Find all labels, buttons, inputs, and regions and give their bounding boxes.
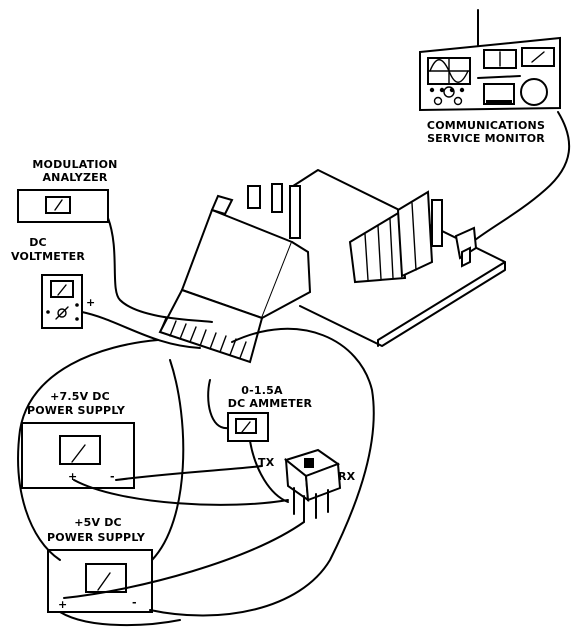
ammeter-label-line2: DC AMMETER [228, 397, 313, 410]
voltmeter-label-line2: VOLTMETER [11, 250, 85, 263]
board-part [289, 185, 301, 239]
communications-service-monitor: COMMUNICATIONS SERVICE MONITOR [419, 9, 561, 145]
ammeter-label-line1: 0-1.5A [241, 384, 283, 397]
knob-icon [453, 96, 463, 106]
ps5-label-line2: POWER SUPPLY [47, 531, 146, 544]
wire-ps75-plus [73, 479, 289, 506]
wire-ammeter-in [207, 379, 229, 430]
dc-ammeter: 0-1.5A DC AMMETER [227, 384, 313, 442]
knob-icon [443, 86, 455, 98]
voltmeter-label-line1: DC [29, 236, 47, 249]
comm-monitor-label-line1: COMMUNICATIONS [427, 119, 545, 132]
board-outline [289, 169, 506, 347]
wire-ps5-minus [151, 359, 185, 561]
ps75-minus: - [110, 470, 115, 483]
ps5-label-line1: +5V DC [74, 516, 122, 529]
mod-analyzer-label-line2: ANALYZER [42, 171, 107, 184]
voltmeter-plus: + [86, 296, 95, 309]
knob-icon [433, 96, 443, 106]
switch-rx-label: RX [338, 470, 356, 483]
dc-voltmeter: DC VOLTMETER + [11, 236, 95, 329]
wire-right-loop [149, 327, 375, 617]
wire-ps5-bottom [59, 611, 181, 627]
tx-rx-switch: TX RX [258, 448, 356, 523]
board-part [271, 183, 283, 213]
ps5-minus: - [132, 596, 137, 609]
board-module [348, 210, 407, 284]
ps75-label-line2: POWER SUPPLY [27, 404, 126, 417]
voltmeter-cable [81, 311, 201, 349]
mod-analyzer-cable [107, 217, 213, 323]
radio-circuit-board [247, 169, 506, 347]
wiring [17, 327, 375, 627]
wire-ps75-minus [115, 465, 263, 481]
wire-ammeter-switch [249, 440, 289, 503]
ps5-plus: + [58, 598, 67, 611]
wire-ps5-plus [63, 521, 305, 599]
ps75-label-line1: +7.5V DC [50, 390, 110, 403]
board-cap [431, 199, 443, 247]
board-part [247, 185, 261, 209]
switch-lever [304, 458, 314, 468]
board-shield [396, 190, 434, 278]
ps75-plus: + [68, 470, 77, 483]
control-head-assembly [158, 194, 312, 364]
ps75-meter-icon [59, 435, 101, 465]
comm-monitor-label-line2: SERVICE MONITOR [427, 132, 545, 145]
monitor-large-knob [520, 78, 548, 106]
mod-analyzer-label-line1: MODULATION [32, 158, 117, 171]
rf-cable [474, 111, 571, 241]
power-supply-5v: +5V DC POWER SUPPLY + - [47, 516, 153, 613]
power-supply-7-5v: +7.5V DC POWER SUPPLY + - [21, 390, 135, 489]
wire-outer-left [17, 339, 159, 561]
modulation-analyzer: MODULATION ANALYZER [17, 158, 117, 223]
